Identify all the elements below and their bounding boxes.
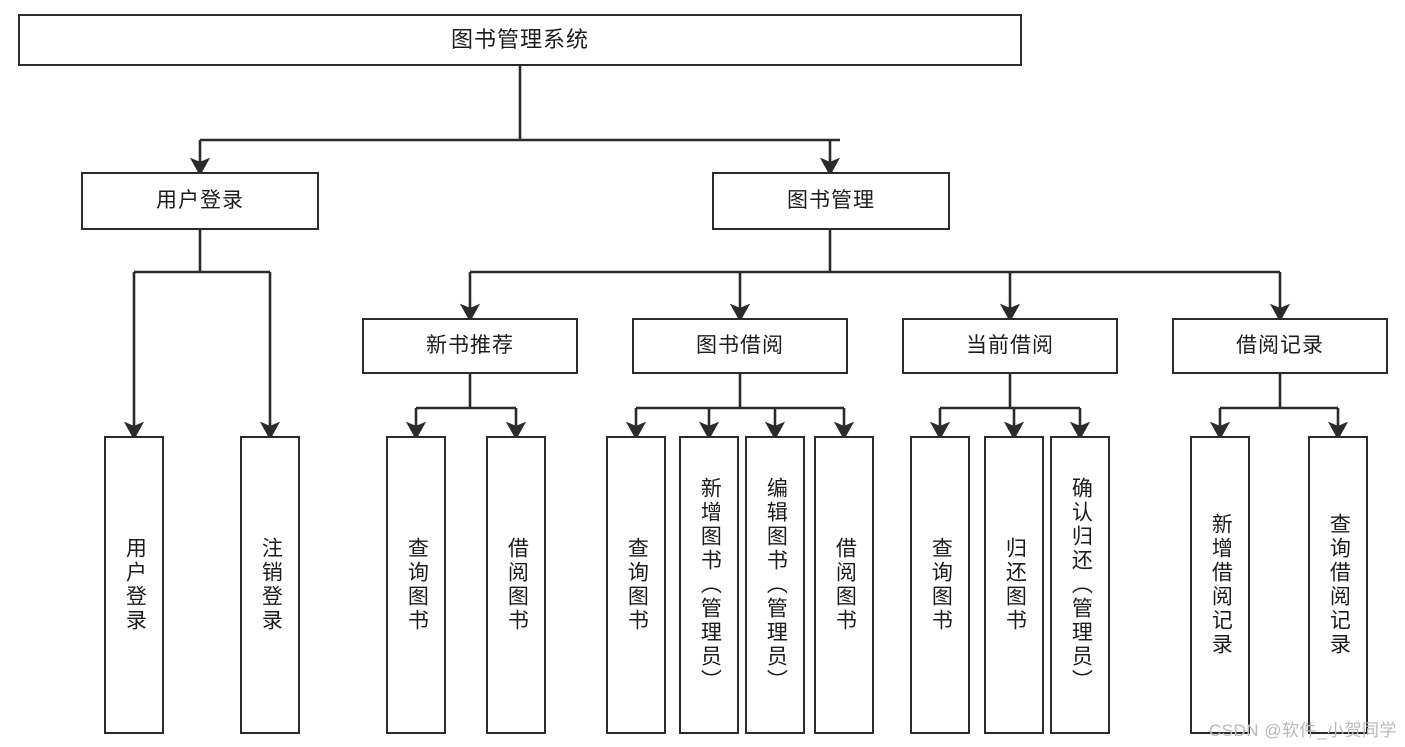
leaf-label: 查询图书: [625, 537, 649, 633]
leaf-label: 新增借阅记录: [1209, 513, 1233, 657]
leaf-label: 归还图书: [1003, 537, 1027, 633]
leaf-label: 借阅图书: [833, 537, 857, 633]
node-root[interactable]: 图书管理系统: [18, 14, 1022, 66]
leaf-record-add-borrow-record[interactable]: 新增借阅记录: [1190, 436, 1250, 734]
watermark-text: CSDN @软件_小贺同学: [1208, 721, 1397, 740]
leaf-borrow-query-book[interactable]: 查询图书: [606, 436, 666, 734]
leaf-label: 查询图书: [929, 537, 953, 633]
node-borrow-record[interactable]: 借阅记录: [1172, 318, 1388, 374]
leaf-borrow-lend-book[interactable]: 借阅图书: [814, 436, 874, 734]
leaf-label: 确认归还（管理员）: [1069, 477, 1093, 693]
node-user-login[interactable]: 用户登录: [81, 172, 319, 230]
leaf-current-confirm-return-admin[interactable]: 确认归还（管理员）: [1050, 436, 1110, 734]
leaf-record-query-borrow-record[interactable]: 查询借阅记录: [1308, 436, 1368, 734]
leaf-label: 注销登录: [259, 537, 283, 633]
leaf-current-return-book[interactable]: 归还图书: [984, 436, 1044, 734]
leaf-recommend-borrow-book[interactable]: 借阅图书: [486, 436, 546, 734]
leaf-borrow-add-book-admin[interactable]: 新增图书（管理员）: [679, 436, 739, 734]
leaf-label: 新增图书（管理员）: [698, 477, 722, 693]
leaf-user-login[interactable]: 用户登录: [104, 436, 164, 734]
node-book-manage[interactable]: 图书管理: [712, 172, 950, 230]
leaf-label: 查询借阅记录: [1327, 513, 1351, 657]
leaf-recommend-query-book[interactable]: 查询图书: [386, 436, 446, 734]
leaf-borrow-edit-book-admin[interactable]: 编辑图书（管理员）: [745, 436, 805, 734]
leaf-user-logout[interactable]: 注销登录: [240, 436, 300, 734]
node-new-book-recommend[interactable]: 新书推荐: [362, 318, 578, 374]
leaf-label: 借阅图书: [505, 537, 529, 633]
node-current-borrow[interactable]: 当前借阅: [902, 318, 1118, 374]
leaf-label: 用户登录: [123, 537, 147, 633]
node-book-borrow[interactable]: 图书借阅: [632, 318, 848, 374]
leaf-current-query-book[interactable]: 查询图书: [910, 436, 970, 734]
leaf-label: 查询图书: [405, 537, 429, 633]
leaf-label: 编辑图书（管理员）: [764, 477, 788, 693]
